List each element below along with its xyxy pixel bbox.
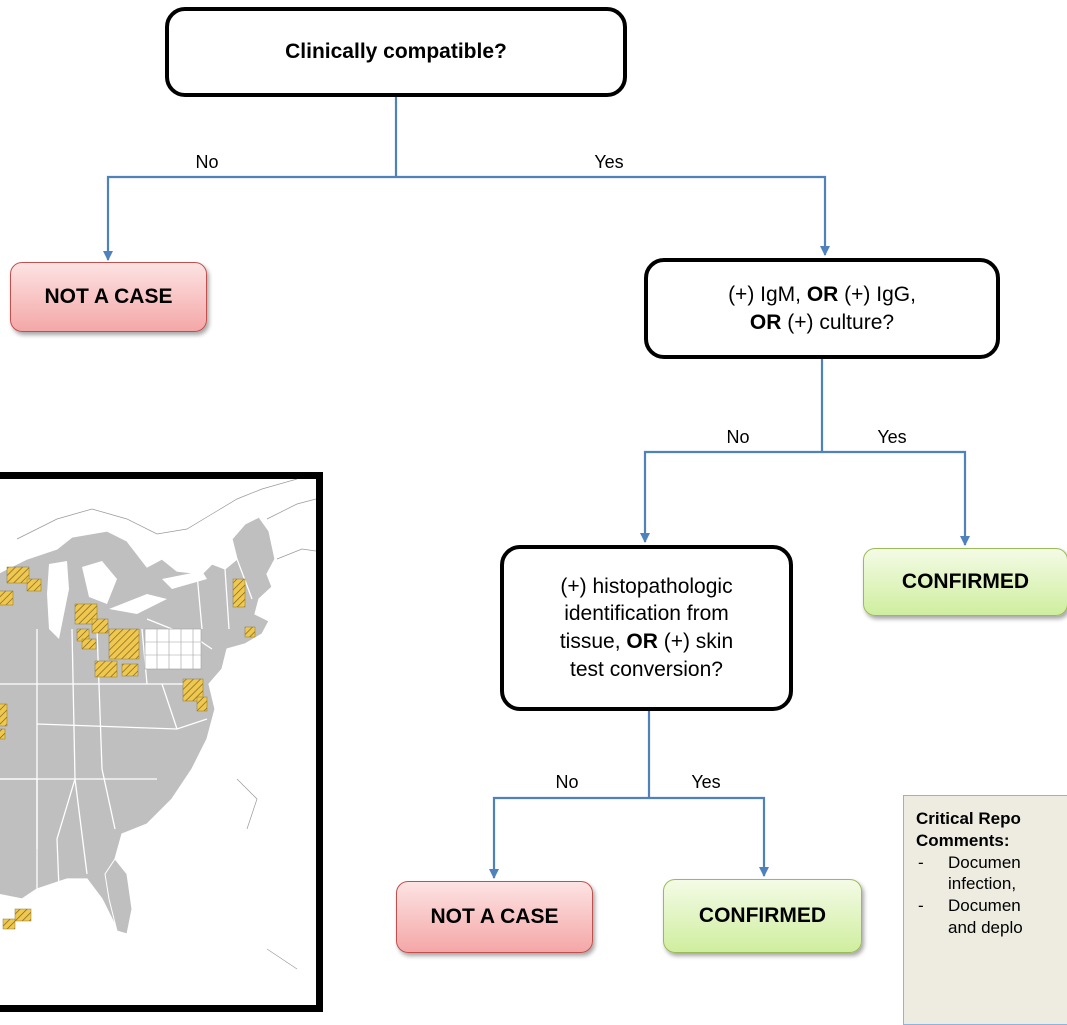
edge-label-q3-yes: Yes: [691, 772, 721, 792]
edge-q1-yes: [396, 175, 830, 256]
edge-label-q3-no: No: [555, 772, 579, 792]
decision-histopathology-skin-test-text: (+) histopathologic identification from …: [559, 574, 734, 681]
edge-q3-no: [489, 796, 649, 879]
result-confirmed-2: CONFIRMED: [663, 879, 862, 953]
result-not-a-case-1: NOT A CASE: [10, 262, 207, 332]
edge-q2-yes: [822, 450, 970, 546]
decision-clinically-compatible-text: Clinically compatible?: [285, 40, 507, 64]
edge-label-q2-yes: Yes: [877, 427, 907, 447]
flow-connectors: [103, 96, 970, 879]
edge-q2-no: [640, 450, 822, 543]
decision-serology-culture: (+) IgM, OR (+) IgG, OR (+) culture?: [644, 258, 1000, 359]
edge-q3-yes: [649, 796, 769, 877]
result-not-a-case-2-text: NOT A CASE: [430, 905, 559, 929]
result-not-a-case-1-text: NOT A CASE: [44, 285, 173, 309]
result-not-a-case-2: NOT A CASE: [396, 881, 593, 953]
edge-q1-no: [103, 175, 396, 261]
result-confirmed-1: CONFIRMED: [863, 548, 1067, 616]
us-eastern-map-icon: [0, 479, 316, 1005]
result-confirmed-2-text: CONFIRMED: [698, 904, 827, 928]
edge-label-q2-no: No: [726, 427, 750, 447]
decision-histopathology-skin-test: (+) histopathologic identification from …: [500, 545, 793, 711]
decision-serology-culture-text: (+) IgM, OR (+) IgG, OR (+) culture?: [728, 283, 916, 334]
result-confirmed-1-text: CONFIRMED: [901, 570, 1030, 594]
map-panel: [0, 472, 323, 1012]
decision-clinically-compatible: Clinically compatible?: [165, 7, 627, 97]
notes-title-line2: Comments:: [916, 830, 1010, 850]
edge-label-q1-yes: Yes: [594, 152, 624, 172]
edge-label-q1-no: No: [195, 152, 219, 172]
notes-title-line1: Critical Repo: [916, 809, 1021, 828]
